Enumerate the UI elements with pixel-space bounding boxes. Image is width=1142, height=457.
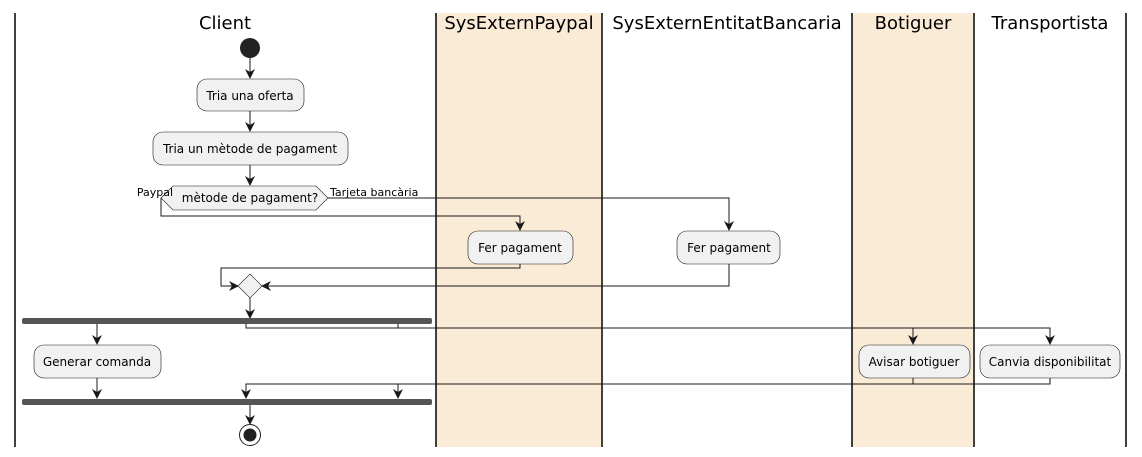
lane-title-client: Client bbox=[199, 13, 251, 34]
lane-title-sysexternentitatbancaria: SysExternEntitatBancaria bbox=[612, 13, 841, 34]
lane-bg-sysexternpaypal bbox=[437, 13, 601, 447]
start-node bbox=[240, 38, 260, 58]
activity-generar-comanda-label: Generar comanda bbox=[43, 355, 151, 369]
activity-canvia-disponibilitat-label: Canvia disponibilitat bbox=[989, 355, 1112, 369]
join-bar bbox=[22, 399, 432, 405]
flow-arrow-merge-banc bbox=[261, 264, 730, 291]
activity-fer-pagament-paypal-label: Fer pagament bbox=[478, 241, 562, 255]
decision-label: mètode de pagament? bbox=[182, 191, 318, 205]
activity-avisar-botiguer-label: Avisar botiguer bbox=[869, 355, 960, 369]
fork-bar bbox=[22, 318, 432, 324]
end-node-inner bbox=[243, 428, 257, 442]
activity-tria-oferta-label: Tria una oferta bbox=[205, 89, 293, 103]
flow-arrow-fork-transportista bbox=[397, 324, 1055, 345]
lane-title-transportista: Transportista bbox=[991, 13, 1109, 34]
flow-arrow-paypal-branch bbox=[160, 198, 525, 231]
activity-fer-pagament-banc-label: Fer pagament bbox=[687, 241, 771, 255]
flow-arrow-tarjeta-branch bbox=[328, 197, 734, 231]
end-node-outer bbox=[239, 424, 261, 446]
lane-title-sysexternpaypal: SysExternPaypal bbox=[444, 13, 593, 34]
activity-tria-metode-label: Tria un mètode de pagament bbox=[162, 142, 337, 156]
activity-avisar-botiguer bbox=[858, 344, 971, 379]
guard-tarjeta-bancaria: Tarjeta bancària bbox=[329, 186, 418, 199]
guard-paypal: Paypal bbox=[137, 186, 173, 199]
flow-arrow-merge-paypal bbox=[220, 264, 521, 291]
lane-title-botiguer: Botiguer bbox=[875, 13, 952, 34]
merge-diamond bbox=[237, 273, 263, 299]
flow-arrow-join-transportista bbox=[393, 378, 1051, 399]
